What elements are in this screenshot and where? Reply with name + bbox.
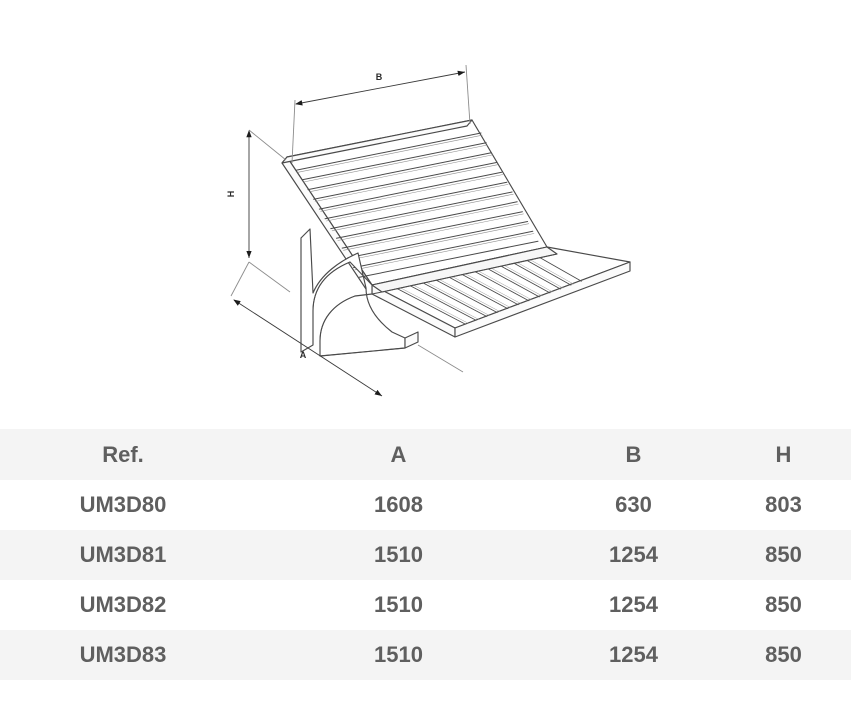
cell-a: 1510	[374, 542, 423, 567]
table-header-row: Ref. A B H	[0, 429, 851, 480]
column-header-b: B	[625, 441, 642, 467]
technical-drawing: B H A	[226, 64, 631, 397]
backrest-panel	[281, 119, 548, 293]
cell-a: 1608	[374, 492, 423, 517]
cell-b: 630	[615, 492, 652, 517]
dimension-h-label: H	[226, 191, 236, 198]
bottom-spacer	[0, 683, 851, 718]
drawing-geometry	[281, 119, 631, 357]
cell-h: 803	[765, 492, 802, 517]
product-dimensions-table: Ref. A B H UM3D80 1608 630 803 UM3D81 15…	[0, 429, 851, 680]
cell-ref: UM3D82	[79, 592, 167, 617]
dimension-b-label: B	[376, 72, 383, 82]
cell-a: 1510	[374, 592, 423, 617]
dimension-a	[230, 261, 464, 397]
cell-ref: UM3D80	[79, 492, 167, 517]
cell-a: 1510	[374, 642, 423, 667]
dimension-b	[291, 64, 471, 164]
table-row: UM3D80 1608 630 803	[0, 480, 851, 530]
column-header-a: A	[390, 441, 407, 467]
dimension-a-label: A	[300, 350, 307, 360]
table-row: UM3D82 1510 1254 850	[0, 580, 851, 630]
column-header-h: H	[775, 441, 792, 467]
cell-h: 850	[765, 592, 802, 617]
table-row: UM3D81 1510 1254 850	[0, 530, 851, 580]
seat-front-edge	[404, 331, 419, 349]
table-row: UM3D83 1510 1254 850	[0, 630, 851, 680]
cell-h: 850	[765, 542, 802, 567]
seat-back-junction	[371, 246, 558, 293]
column-header-ref: Ref.	[102, 441, 144, 467]
cell-b: 1254	[609, 542, 658, 567]
cell-h: 850	[765, 642, 802, 667]
cell-ref: UM3D83	[79, 642, 167, 667]
cell-ref: UM3D81	[79, 542, 167, 567]
cell-b: 1254	[609, 592, 658, 617]
dimension-h	[246, 129, 291, 293]
cell-b: 1254	[609, 642, 658, 667]
